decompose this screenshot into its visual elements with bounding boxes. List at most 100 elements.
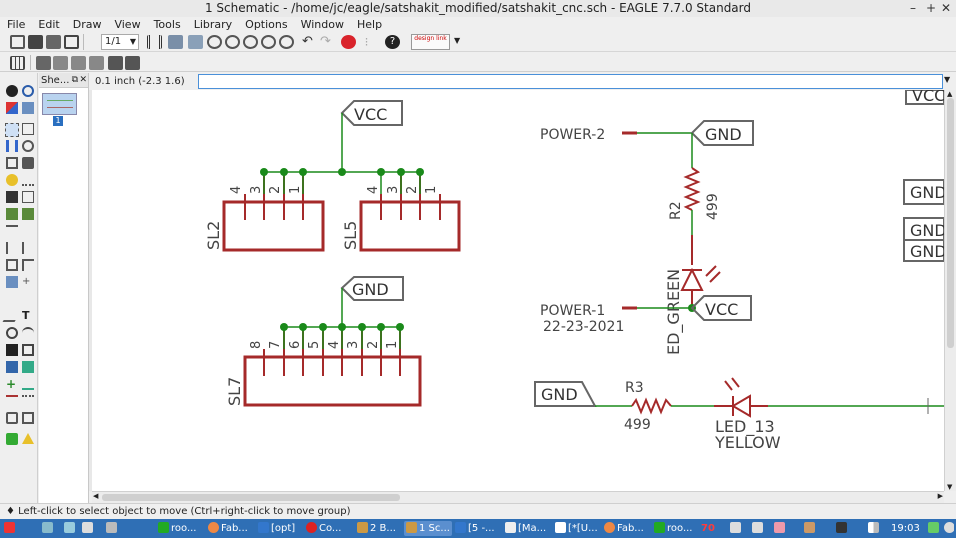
menu-edit[interactable]: Edit	[38, 18, 60, 31]
vertical-scroll-thumb[interactable]	[947, 98, 954, 348]
undo-icon[interactable]: ↶	[302, 34, 313, 49]
design-link-button[interactable]: design link	[411, 34, 450, 50]
connector-sl2[interactable]: 4 3 2 1 SL2	[204, 172, 325, 252]
led-green-diode[interactable]	[680, 267, 704, 291]
power-icon[interactable]	[942, 521, 954, 536]
split-icon[interactable]	[6, 259, 18, 271]
layer-icon[interactable]	[89, 56, 104, 70]
menu-tools[interactable]: Tools	[153, 18, 181, 31]
scroll-up-icon[interactable]: ▲	[947, 90, 953, 98]
group-icon[interactable]	[6, 157, 18, 169]
network-icon[interactable]	[866, 521, 880, 536]
open-icon[interactable]	[10, 35, 25, 49]
panel-splitter[interactable]	[89, 90, 92, 491]
command-input[interactable]	[198, 74, 943, 89]
right-edge-frame[interactable]	[903, 239, 944, 262]
vertical-scrollbar[interactable]: ▲ ▼	[944, 90, 956, 491]
task-browser[interactable]: Fab...	[206, 521, 254, 536]
wire-icon[interactable]	[2, 310, 22, 322]
help-icon[interactable]: ?	[385, 35, 400, 49]
gnd-supply-frame-bottom[interactable]	[534, 381, 597, 407]
layer-icon[interactable]	[71, 56, 86, 70]
schematic-canvas[interactable]: VCC 4 3 2 1 SL2 4 3 2 1 SL5	[92, 90, 944, 491]
optimize-icon[interactable]: +	[22, 276, 31, 287]
text-icon[interactable]: T	[22, 309, 30, 322]
mirror-icon[interactable]	[6, 140, 18, 152]
task-terminal[interactable]: roo...	[156, 521, 204, 536]
info-icon[interactable]	[6, 85, 18, 97]
menu-library[interactable]: Library	[193, 18, 233, 31]
tray-icon[interactable]	[802, 521, 816, 536]
horizontal-scrollbar[interactable]: ◀ ▶	[92, 491, 944, 503]
go-icon[interactable]: ⁝	[364, 35, 369, 49]
tray-icon[interactable]	[772, 521, 786, 536]
save-icon[interactable]	[28, 35, 43, 49]
value-icon[interactable]	[22, 242, 34, 254]
close-icon[interactable]: ✕	[79, 75, 87, 85]
paste-icon[interactable]	[6, 174, 18, 186]
task-app[interactable]: Co...	[304, 521, 352, 536]
right-edge-frame[interactable]	[903, 179, 944, 205]
show-icon[interactable]	[22, 85, 34, 97]
zoom-fit-icon[interactable]	[207, 35, 222, 49]
notification-badge[interactable]: 70	[701, 523, 715, 534]
arc-icon[interactable]	[22, 327, 34, 339]
task-folder[interactable]: [opt]	[256, 521, 304, 536]
menu-window[interactable]: Window	[300, 18, 344, 31]
design-link-dropdown-icon[interactable]: ▼	[454, 36, 461, 45]
cam-icon[interactable]	[64, 35, 79, 49]
print-icon[interactable]	[46, 35, 61, 49]
right-edge-frame[interactable]	[903, 217, 944, 241]
move-icon[interactable]	[5, 123, 19, 137]
layer-icon[interactable]	[108, 56, 123, 70]
layer-icon[interactable]	[36, 56, 51, 70]
battery-icon[interactable]	[926, 521, 940, 536]
connector-sl7[interactable]: 8 7 6 5 4 3 2 1 SL7	[225, 327, 422, 407]
app-launcher-icon[interactable]	[62, 521, 76, 536]
connector-sl5[interactable]: 4 3 2 1 SL5	[341, 172, 461, 252]
replace-icon[interactable]	[22, 208, 34, 220]
sheet-thumbnail[interactable]	[42, 93, 77, 115]
tray-icon[interactable]	[728, 521, 742, 536]
command-history-dropdown-icon[interactable]: ▼	[944, 75, 951, 84]
maximize-button[interactable]: +	[926, 1, 937, 15]
scroll-left-icon[interactable]: ◀	[93, 492, 99, 500]
horizontal-scroll-thumb[interactable]	[102, 494, 400, 501]
gnd-supply-frame[interactable]	[340, 276, 404, 301]
app-launcher-icon[interactable]	[40, 521, 54, 536]
zoom-select-icon[interactable]	[279, 35, 294, 49]
task-document[interactable]: [Ma...	[503, 521, 551, 536]
app-launcher-icon[interactable]	[104, 521, 118, 536]
float-icon[interactable]: ⧉	[71, 75, 78, 85]
circle-icon[interactable]	[6, 327, 18, 339]
dimension-icon[interactable]	[22, 395, 34, 407]
display-icon[interactable]	[6, 102, 18, 114]
led13-diode[interactable]	[731, 394, 751, 418]
name-icon[interactable]	[6, 242, 18, 254]
bus-icon[interactable]	[6, 361, 18, 373]
sheet-select[interactable]: 1/1 ▼	[101, 34, 139, 50]
use-icon[interactable]	[168, 35, 183, 49]
delete-dotted-icon[interactable]	[22, 174, 34, 186]
gnd-supply-frame-right[interactable]	[690, 120, 754, 146]
net-icon[interactable]	[22, 361, 34, 373]
task-eagle-schematic[interactable]: 1 Sc...	[404, 521, 452, 536]
frame-icon[interactable]	[6, 412, 18, 424]
stop-icon[interactable]	[341, 35, 356, 49]
scroll-down-icon[interactable]: ▼	[947, 483, 953, 491]
erc-icon[interactable]	[6, 433, 18, 445]
bluetooth-icon[interactable]	[834, 521, 848, 536]
label-icon[interactable]	[22, 378, 34, 390]
add-icon[interactable]	[22, 191, 34, 203]
attribute-icon[interactable]	[6, 395, 18, 407]
miter-icon[interactable]	[22, 259, 34, 271]
clock[interactable]: 19:03	[891, 523, 920, 534]
pinswap-icon[interactable]	[6, 208, 18, 220]
app-launcher-icon[interactable]	[80, 521, 94, 536]
task-folder[interactable]: [5 -...	[453, 521, 501, 536]
board-switch-icon[interactable]	[147, 35, 162, 49]
module-icon[interactable]	[22, 412, 34, 424]
zoom-redraw-icon[interactable]	[261, 35, 276, 49]
start-menu-icon[interactable]	[2, 521, 16, 536]
minimize-button[interactable]: –	[910, 1, 916, 15]
